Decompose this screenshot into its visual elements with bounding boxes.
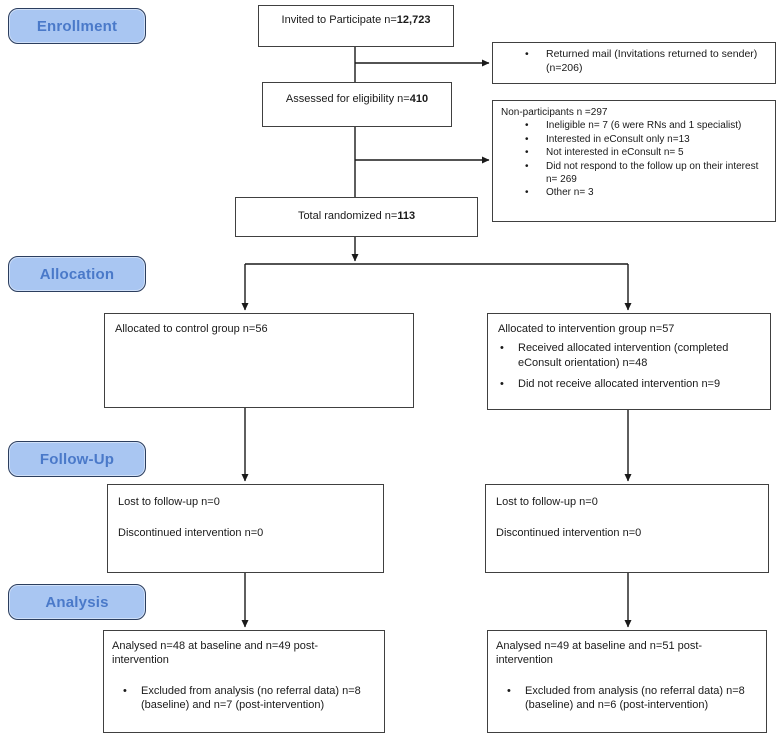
box-title: Allocated to intervention group n=57 [498, 323, 675, 335]
bullet-text: Excluded from analysis (no referral data… [141, 684, 361, 711]
stage-label-text: Allocation [39, 265, 115, 283]
stage-label-allocation: Allocation [8, 256, 146, 292]
bullet-text: Interested in eConsult only n=13 [546, 133, 690, 145]
box-analysis-control: Analysed n=48 at baseline and n=49 post-… [103, 630, 385, 733]
box-text: Invited to Participate n= [281, 14, 397, 26]
bullet-item: • Other n= 3 [523, 186, 767, 199]
bullet-text: Did not receive allocated intervention n… [518, 377, 721, 390]
box-returned-mail: • Returned mail (Invitations returned to … [492, 42, 776, 84]
followup-discontinued-text: Discontinued intervention n=0 [496, 527, 642, 540]
bullet-icon: • [525, 133, 529, 145]
bullet-item: • Received allocated intervention (comple… [498, 341, 762, 370]
box-followup-intervention: Lost to follow-up n=0 Discontinued inter… [485, 484, 769, 573]
bullet-item: • Interested in eConsult only n=13 [523, 133, 767, 146]
stage-label-enrollment: Enrollment [8, 8, 146, 44]
box-followup-control: Lost to follow-up n=0 Discontinued inter… [107, 484, 384, 573]
stage-label-analysis: Analysis [8, 584, 146, 620]
box-non-participants: Non-participants n =297 • Ineligible n= 7… [492, 100, 776, 222]
bullet-list: • Ineligible n= 7 (6 were RNs and 1 speci… [493, 119, 775, 199]
bullet-list: • Returned mail (Invitations returned to … [493, 43, 775, 75]
bullet-icon: • [525, 160, 529, 172]
bullet-item: • Did not respond to the follow up on the… [523, 160, 767, 187]
bullet-text: Returned mail (Invitations returned to s… [546, 48, 758, 74]
stage-label-text: Follow-Up [39, 450, 115, 468]
stage-label-followup: Follow-Up [8, 441, 146, 477]
box-total-randomized: Total randomized n=113 [235, 197, 478, 237]
bullet-item: • Did not receive allocated intervention … [498, 377, 762, 391]
bullet-text: Other n= 3 [546, 187, 594, 199]
bullet-icon: • [525, 147, 529, 159]
box-count: 410 [409, 93, 429, 105]
box-assessed-eligibility: Assessed for eligibility n=410 [262, 82, 452, 127]
bullet-item: • Excluded from analysis (no referral dat… [121, 684, 376, 713]
box-allocated-intervention: Allocated to intervention group n=57 • Re… [487, 313, 771, 410]
box-title: Non-participants n =297 [501, 107, 608, 118]
stage-label-text: Analysis [45, 593, 109, 611]
bullet-item: • Excluded from analysis (no referral dat… [505, 684, 758, 713]
bullet-icon: • [500, 377, 504, 390]
followup-lost-text: Lost to follow-up n=0 [118, 496, 220, 508]
bullet-text: Did not respond to the follow up on thei… [546, 160, 759, 185]
bullet-icon: • [525, 120, 529, 132]
followup-lost-text: Lost to follow-up n=0 [496, 496, 598, 508]
bullet-icon: • [507, 684, 511, 697]
box-analysis-intervention: Analysed n=49 at baseline and n=51 post-… [487, 630, 767, 733]
bullet-icon: • [123, 684, 127, 697]
box-count: 12,723 [396, 14, 431, 26]
bullet-item: • Ineligible n= 7 (6 were RNs and 1 speci… [523, 119, 767, 132]
bullet-list: • Received allocated intervention (comple… [488, 341, 770, 391]
box-text: Total randomized n= [297, 210, 398, 222]
bullet-icon: • [525, 48, 529, 60]
bullet-text: Ineligible n= 7 (6 were RNs and 1 specia… [546, 120, 742, 132]
bullet-list: • Excluded from analysis (no referral dat… [488, 684, 766, 713]
box-title: Analysed n=48 at baseline and n=49 post-… [112, 640, 319, 667]
box-count: 113 [397, 210, 416, 222]
bullet-list: • Excluded from analysis (no referral dat… [104, 684, 384, 713]
box-invited-to-participate: Invited to Participate n=12,723 [258, 5, 454, 47]
bullet-text: Not interested in eConsult n= 5 [546, 147, 684, 159]
box-text: Assessed for eligibility n= [285, 93, 410, 105]
bullet-icon: • [500, 342, 504, 355]
box-allocated-control: Allocated to control group n=56 [104, 313, 414, 408]
box-title: Analysed n=49 at baseline and n=51 post-… [496, 640, 703, 667]
bullet-text: Excluded from analysis (no referral data… [525, 684, 745, 711]
stage-label-text: Enrollment [36, 17, 118, 35]
followup-discontinued-text: Discontinued intervention n=0 [118, 527, 264, 540]
bullet-item: • Not interested in eConsult n= 5 [523, 146, 767, 159]
bullet-item: • Returned mail (Invitations returned to … [523, 48, 767, 75]
box-title: Allocated to control group n=56 [115, 323, 268, 335]
bullet-text: Received allocated intervention (complet… [518, 342, 729, 369]
bullet-icon: • [525, 187, 529, 199]
